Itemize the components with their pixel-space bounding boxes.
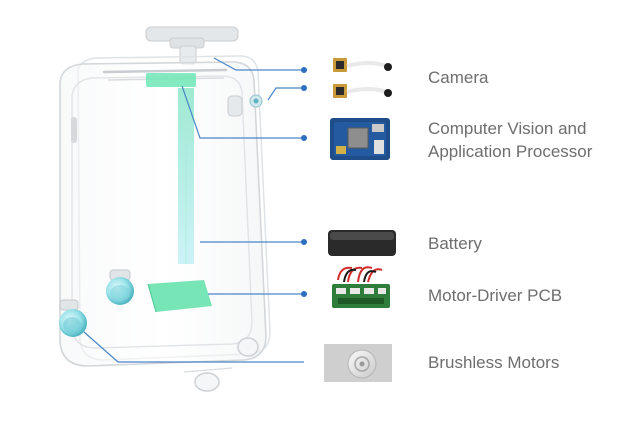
- side-latch: [227, 94, 263, 117]
- callout-dot-processor: [301, 135, 307, 141]
- motors-label: Brushless Motors: [428, 353, 560, 372]
- camera-module-highlight: [146, 73, 196, 87]
- rear-wheels: [194, 337, 259, 392]
- left-wheel: [59, 299, 87, 337]
- callout-line-motors: [83, 331, 304, 363]
- battery-icon: [328, 230, 396, 256]
- callout-line-camera-side: [267, 87, 304, 101]
- processor-label-line-2: Application Processor: [428, 142, 593, 161]
- callout-dot-motor-driver: [301, 291, 307, 297]
- callout-dots: [301, 67, 307, 297]
- callout-dot-camera: [301, 67, 307, 73]
- camera-label: Camera: [428, 68, 489, 87]
- callout-line-camera: [213, 57, 304, 71]
- callout-dot-battery: [301, 239, 307, 245]
- front-wheel: [106, 269, 134, 305]
- processor-label-line-1: Computer Vision and: [428, 119, 587, 138]
- motor-driver-label: Motor-Driver PCB: [428, 286, 563, 305]
- callout-dot-camera-side: [301, 85, 307, 91]
- processor-board-icon: [330, 118, 390, 160]
- callout-lines: [83, 57, 304, 363]
- internal-electronics-block: [147, 280, 212, 313]
- callout-line-processor: [181, 85, 304, 139]
- camera-module-icon: [333, 58, 392, 98]
- motor-driver-pcb-icon: [332, 266, 390, 308]
- battery-label: Battery: [428, 234, 482, 253]
- brushless-motor-icon: [324, 344, 392, 382]
- suitcase-handle: [145, 26, 239, 65]
- suitcase: [59, 26, 271, 392]
